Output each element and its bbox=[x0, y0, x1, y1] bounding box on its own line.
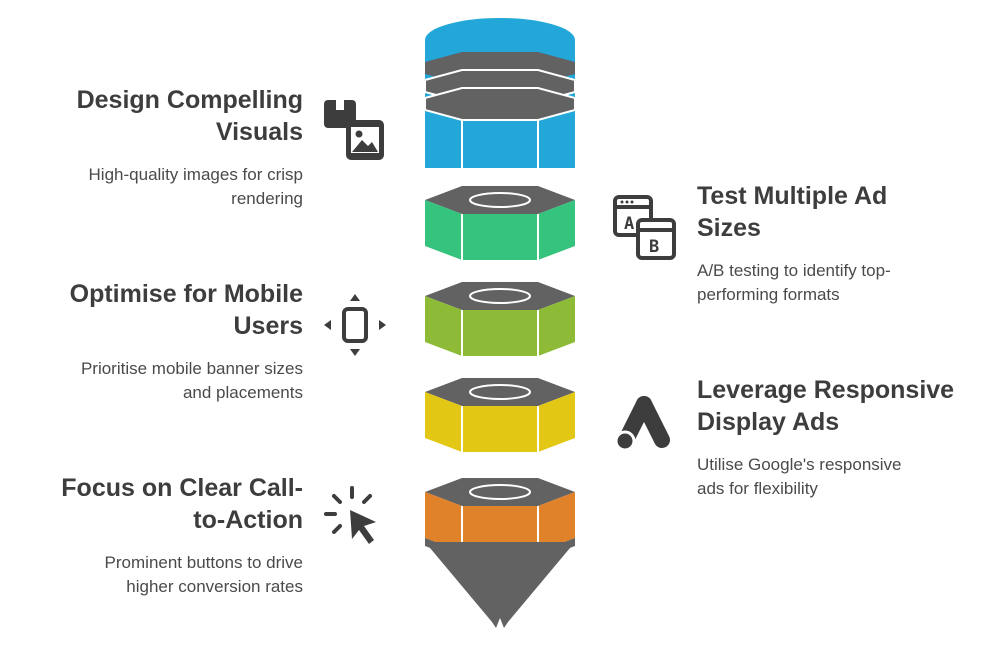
desc-test-sizes: A/B testing to identify top- performing … bbox=[697, 261, 891, 304]
segment-yellow bbox=[425, 378, 575, 452]
title-optimise-mobile: Optimise for Mobile Users bbox=[69, 280, 303, 340]
pencil-tip bbox=[425, 538, 575, 628]
svg-text:B: B bbox=[649, 237, 659, 257]
svg-text:A: A bbox=[624, 214, 634, 234]
click-cursor-icon bbox=[324, 486, 376, 544]
desc-call-to-action: Prominent buttons to drive higher conver… bbox=[104, 553, 303, 596]
title-test-sizes: Test Multiple Ad Sizes bbox=[697, 182, 888, 242]
segment-green bbox=[425, 186, 575, 260]
title-call-to-action: Focus on Clear Call- to-Action bbox=[61, 474, 303, 534]
image-gallery-icon bbox=[324, 100, 384, 160]
google-ads-icon bbox=[614, 396, 670, 452]
segment-lime bbox=[425, 282, 575, 356]
segment-blue bbox=[424, 18, 576, 168]
ab-test-icon: A B bbox=[613, 195, 676, 260]
title-responsive-ads: Leverage Responsive Display Ads bbox=[697, 376, 955, 436]
mobile-arrows-icon bbox=[324, 294, 386, 356]
desc-optimise-mobile: Prioritise mobile banner sizes and place… bbox=[80, 359, 303, 402]
title-design-visuals: Design Compelling Visuals bbox=[76, 86, 303, 146]
desc-design-visuals: High-quality images for crisp rendering bbox=[88, 165, 303, 208]
desc-responsive-ads: Utilise Google's responsive ads for flex… bbox=[697, 455, 902, 498]
segment-orange bbox=[425, 478, 575, 552]
